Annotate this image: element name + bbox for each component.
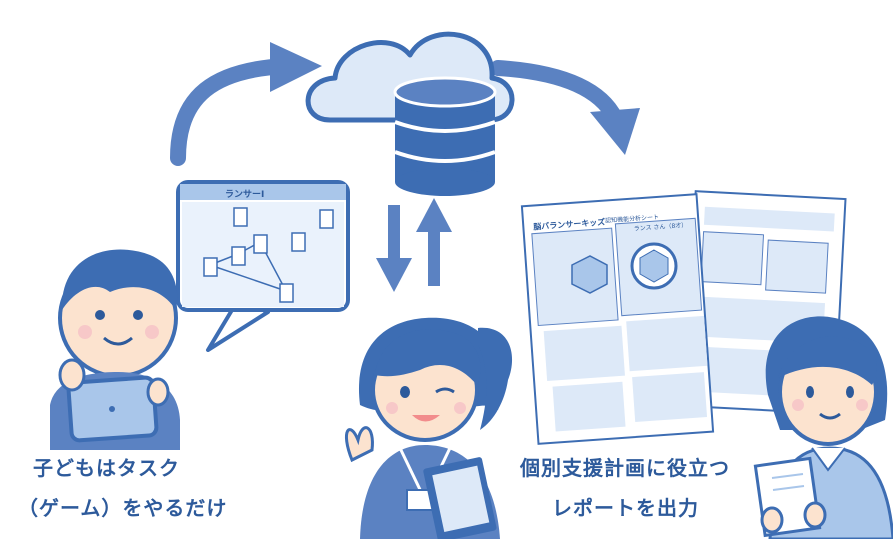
tablet-app-label: ランサーⅠ bbox=[225, 189, 264, 200]
parent-illustration bbox=[753, 316, 893, 539]
report-caption-line2: レポートを出力 bbox=[552, 496, 699, 520]
child-caption-line2: （ゲーム）をやるだけ bbox=[18, 496, 228, 520]
child-caption-line1: 子どもはタスク bbox=[33, 456, 180, 480]
report-name: ランス さん（8才） bbox=[633, 221, 687, 233]
upload-arrow bbox=[170, 42, 322, 166]
teacher-illustration bbox=[344, 317, 513, 539]
report-sheets bbox=[520, 190, 847, 445]
database-icon bbox=[393, 76, 497, 196]
child-illustration bbox=[50, 249, 180, 450]
tablet-screen-bubble bbox=[176, 180, 350, 352]
sync-arrows-icon bbox=[376, 198, 452, 292]
report-title: 認知機能分析シート bbox=[605, 213, 659, 225]
output-arrow bbox=[490, 60, 640, 155]
report-caption-line1: 個別支援計画に役立つ bbox=[520, 456, 730, 480]
